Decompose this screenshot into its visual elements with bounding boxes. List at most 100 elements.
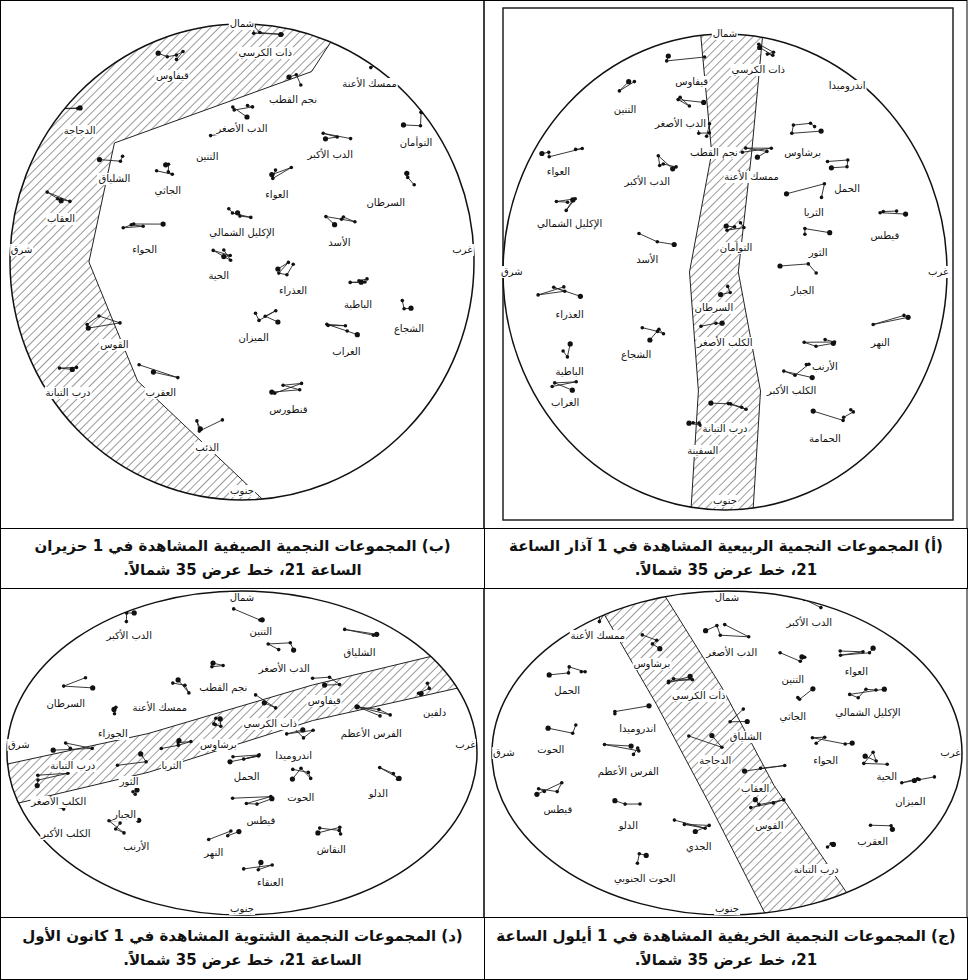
constellation-label: درب التبانة <box>45 387 92 399</box>
constellation-label: الجاثي <box>154 185 182 197</box>
constellation-label: السرطان <box>694 302 735 314</box>
constellation-label: برشاوس <box>199 739 238 751</box>
constellation-label: برشاوس <box>783 147 822 159</box>
constellation-label: العواء <box>264 189 289 201</box>
constellation-label: ممسك الأعنة <box>132 702 189 714</box>
constellation-label: الشلياق <box>97 173 131 185</box>
constellation-label: السفينة <box>686 445 719 457</box>
constellation-label: الباطية <box>554 366 584 378</box>
constellation-label: درب التبانة <box>793 864 840 876</box>
constellation-label: ذات الكرسي <box>237 47 292 59</box>
constellation-label: الإكليل الشمالي <box>536 218 603 230</box>
sky-circle <box>10 24 474 500</box>
constellation-label: الفرس الأعظم <box>340 728 403 740</box>
compass-label: غرب <box>939 747 961 759</box>
sky-chart <box>0 607 501 871</box>
constellation-label: الشجاع <box>620 349 652 361</box>
sky-circle <box>503 34 947 510</box>
constellation-label: النقاش <box>316 844 347 856</box>
constellation-label: اندروميدا <box>828 80 867 92</box>
constellation-label: الثريا <box>803 207 825 219</box>
compass-label: شرق <box>10 244 34 256</box>
constellation-label: الحواء <box>131 244 158 256</box>
compass-label: شمال <box>712 28 738 40</box>
constellation-label: دلفين <box>422 707 447 719</box>
constellation-label: الثور <box>808 247 829 259</box>
constellation-label: السرطان <box>365 197 406 209</box>
constellation-label: قنطورس <box>268 404 308 416</box>
constellation-label: الحمامة <box>808 433 842 445</box>
constellation-label: قيطس <box>869 230 900 242</box>
sky-circle <box>492 591 962 915</box>
constellation-label: الجبار <box>790 285 815 297</box>
constellation-label: العنقاء <box>256 877 284 889</box>
constellation-label: الغراب <box>550 397 580 409</box>
constellation-label: درب التبانة <box>702 423 749 435</box>
constellation-label: الميزان <box>237 332 269 344</box>
compass-label: شرق <box>500 266 524 278</box>
constellation-label: قيفاوس <box>307 695 342 707</box>
constellation-label: الكلب الأصغر <box>30 796 87 808</box>
constellation-label: العذراء <box>278 285 308 297</box>
constellation-label: العذراء <box>554 309 584 321</box>
constellation-label: قيفاوس <box>155 70 190 82</box>
constellation-label: الغراب <box>331 346 361 358</box>
compass-label: غرب <box>454 739 476 751</box>
sky-chart <box>536 10 910 534</box>
compass-label: شرق <box>492 747 516 759</box>
constellation-label: القوس <box>754 820 784 832</box>
constellation-label: الأسد <box>327 237 351 249</box>
constellation-label: ممسك الأعنة <box>570 630 627 642</box>
caption-cell: (أ) المجموعات النجمية الربيعية المشاهدة … <box>484 528 968 589</box>
constellation-label: الشجاع <box>393 323 425 335</box>
constellation-label: التوأمان <box>719 242 754 254</box>
constellation-label: الجبار <box>112 809 137 821</box>
constellation-label: قيطس <box>542 804 573 816</box>
constellation-label: الحمل <box>553 685 581 697</box>
constellation-label: الدجاجة <box>698 755 732 767</box>
constellation-label: قيفاوس <box>674 76 709 88</box>
constellation-label: الكلب الأصغر <box>697 337 754 349</box>
constellation-label: العواء <box>546 166 571 178</box>
compass-label: جنوب <box>714 903 740 915</box>
constellation-label: الباطية <box>343 299 373 311</box>
constellation-label: العواء <box>844 666 869 678</box>
constellation-label: درب التبانة <box>49 760 96 772</box>
constellation-label: الدلو <box>618 820 639 832</box>
constellation-label: القوس <box>99 339 129 351</box>
constellation-label: نجم القطب <box>198 682 248 694</box>
chart-drawings <box>0 0 962 931</box>
compass-label: جنوب <box>712 495 738 507</box>
constellation-label: اندروميدا <box>618 723 657 735</box>
constellation-label: قيطس <box>245 815 276 827</box>
constellation-label: الدب الأصغر <box>258 663 311 675</box>
constellation-label: الجاثي <box>779 711 807 723</box>
caption-cell: (ب) المجموعات النجمية الصيفية المشاهدة ف… <box>0 528 485 589</box>
constellation-label: الجوزاء <box>97 728 129 740</box>
constellation-label: ذات الكرسي <box>731 64 786 76</box>
constellation-label: الحية <box>875 771 898 783</box>
constellation-label: العقاب <box>46 213 76 225</box>
compass-label: شمال <box>714 592 740 604</box>
constellation-label: برشاوس <box>632 658 671 670</box>
constellation-label: الحية <box>207 270 230 282</box>
constellation-label: الحوت <box>536 744 565 756</box>
caption-text: (ج) المجموعات النجمية الخريفية المشاهدة … <box>485 925 967 972</box>
constellation-label: التنين <box>613 104 638 116</box>
caption-cell: (د) المجموعات النجمية الشتوية المشاهدة ف… <box>0 917 485 980</box>
compass-label: غرب <box>451 244 473 256</box>
constellation-label: الثريا <box>160 760 182 772</box>
constellation-label: الدب الأكبر <box>306 149 353 161</box>
constellation-label: ذات الكرسي <box>242 718 297 730</box>
compass-label: جنوب <box>229 903 255 915</box>
constellation-label: الحوت <box>286 792 315 804</box>
constellation-label: ممسك الأعنة <box>341 78 398 90</box>
constellation-label: العقاب <box>740 783 770 795</box>
constellation-figures <box>35 607 432 871</box>
constellation-label: الكلب الأكبر <box>766 385 817 397</box>
constellation-label: الحمل <box>833 183 861 195</box>
compass-label: شمال <box>229 592 255 604</box>
caption-text: (ب) المجموعات النجمية الصيفية المشاهدة ف… <box>1 535 484 582</box>
constellation-label: الكلب الأكبر <box>40 828 91 840</box>
